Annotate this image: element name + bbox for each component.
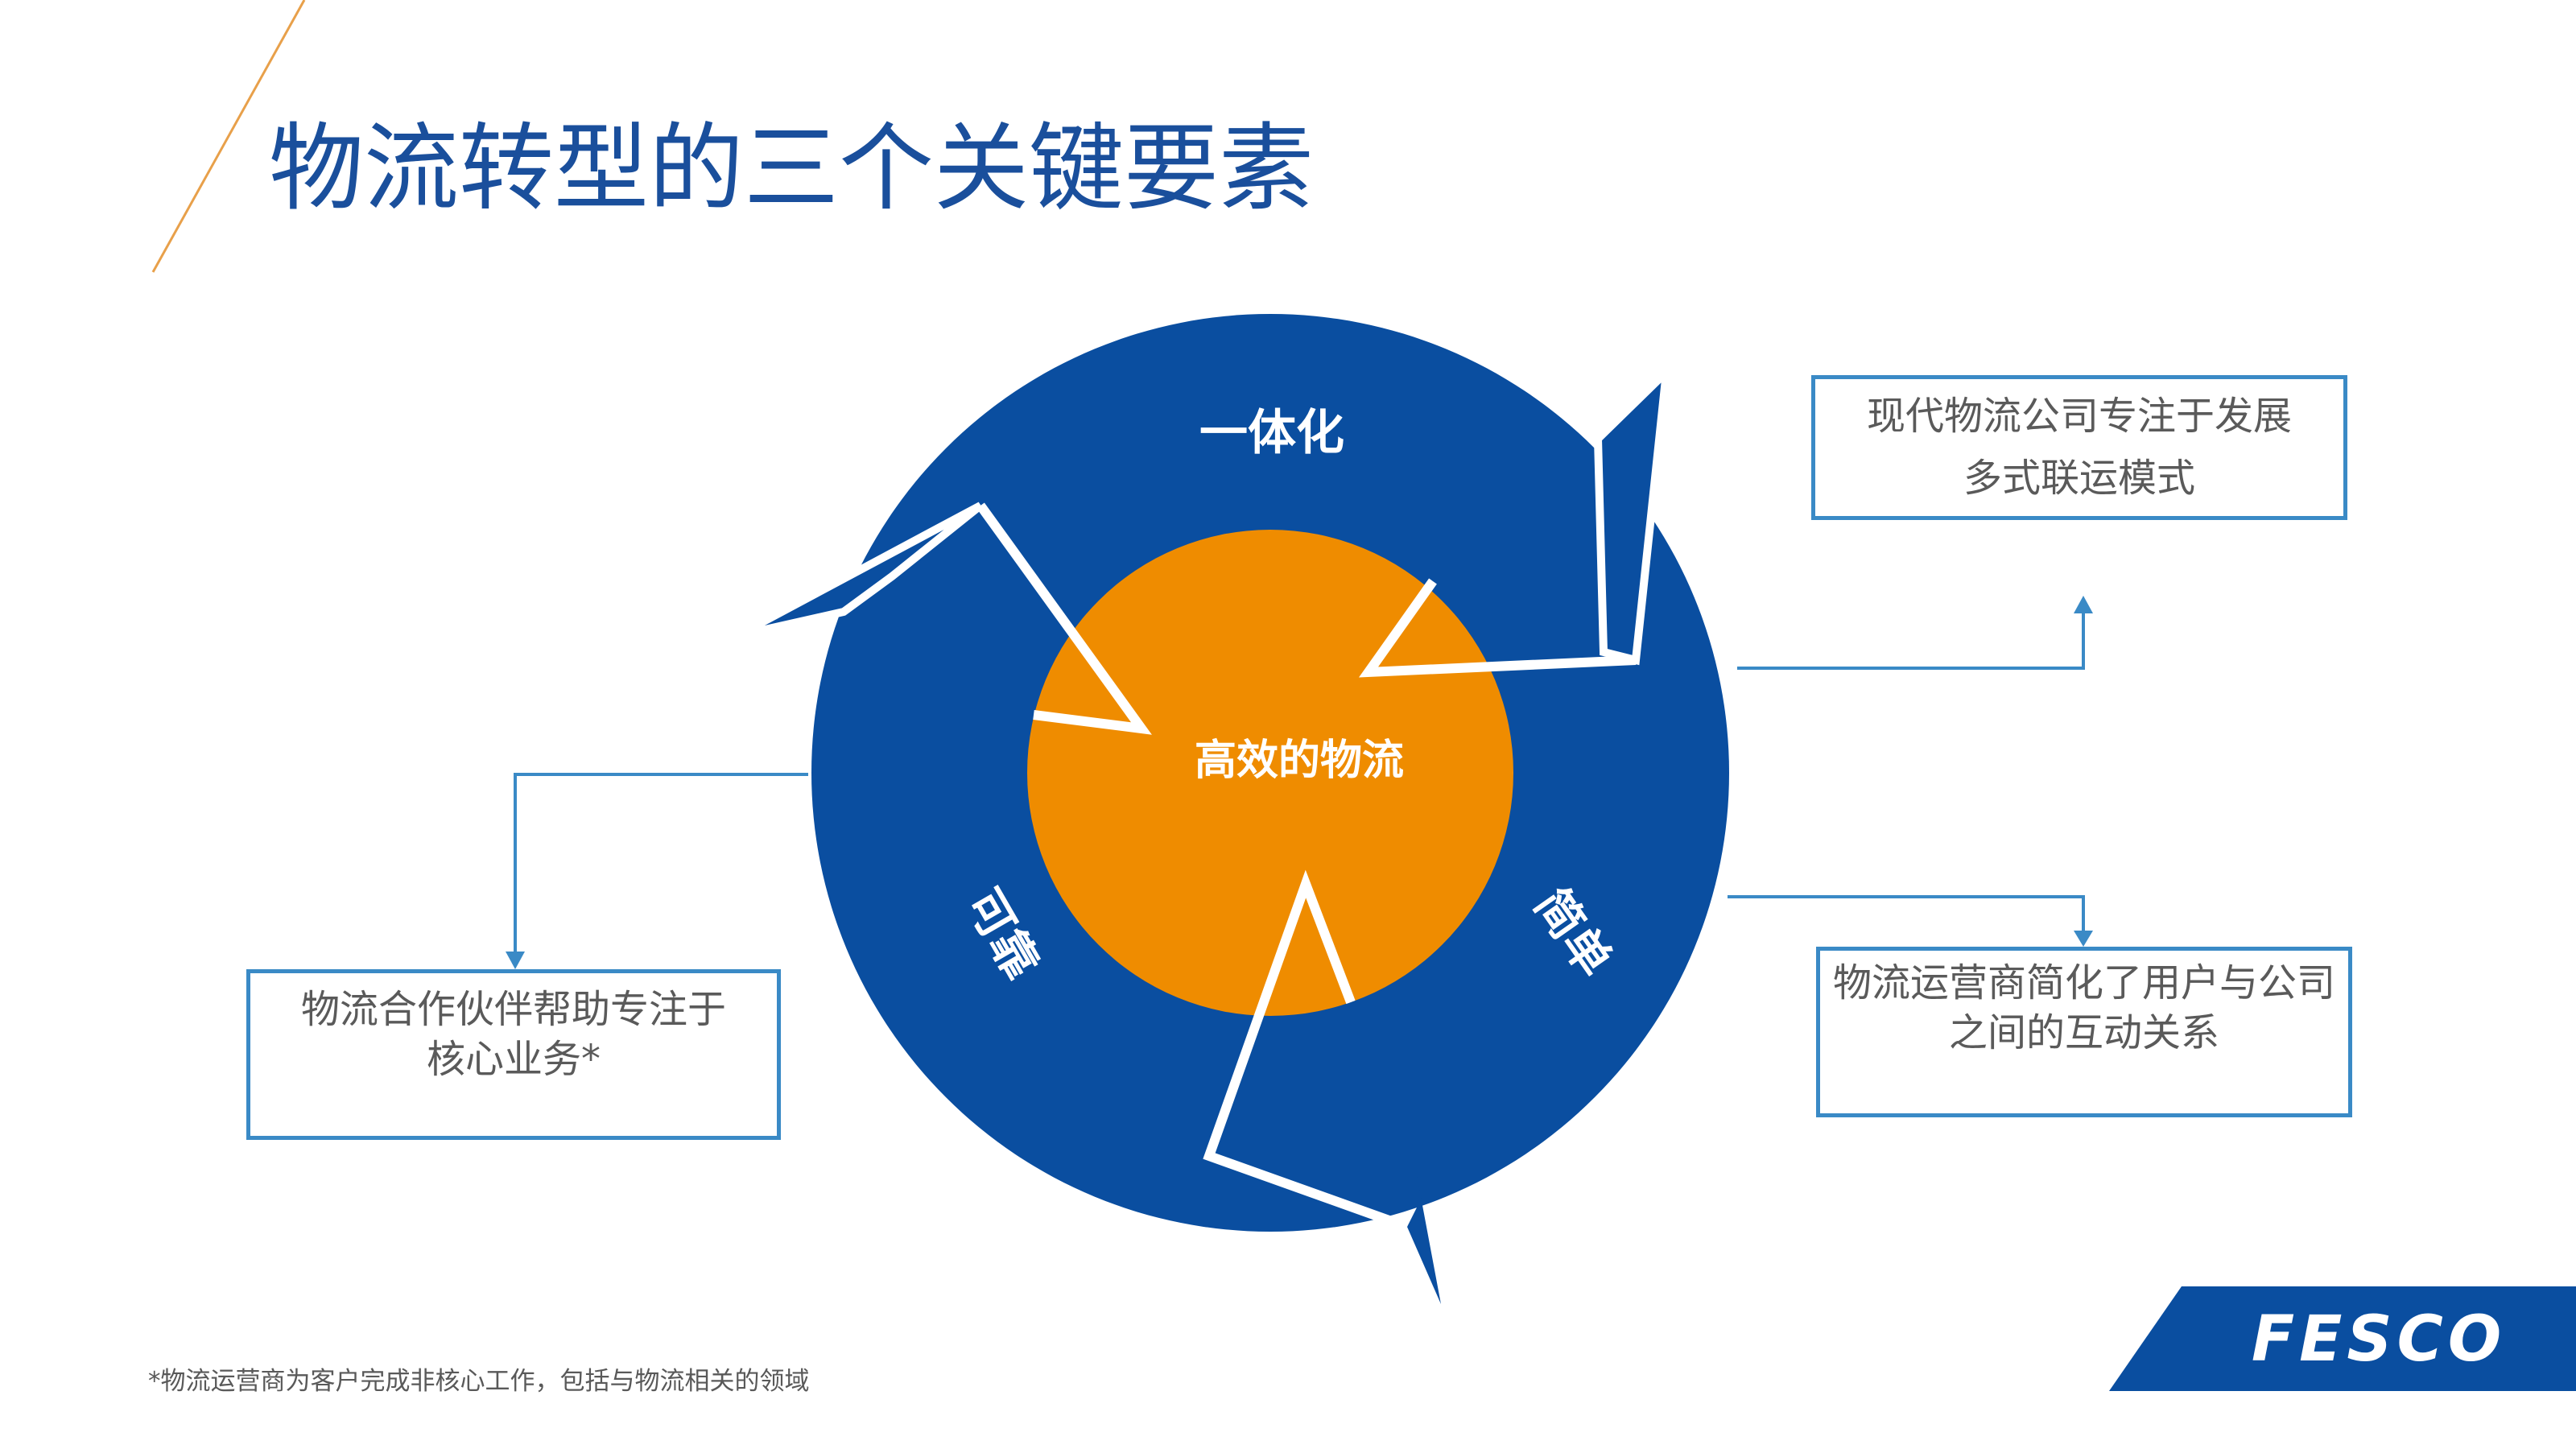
callout-core-line1: 物流合作伙伴帮助专注于	[300, 986, 726, 1032]
arrow-tip-reliability	[734, 502, 984, 640]
segment-divider-bottom	[1203, 869, 1410, 1232]
connector-bottom-right-arrowhead	[2074, 931, 2093, 947]
page-title: 物流转型的三个关键要素	[269, 113, 1315, 224]
fesco-logo: FESCO	[2109, 1286, 2576, 1394]
cycle-center	[1027, 530, 1513, 1016]
connector-bottom-right	[1728, 895, 2085, 932]
logo-background	[2109, 1286, 2576, 1391]
segment-divider-right	[1359, 578, 1637, 678]
callout-core-business: 物流合作伙伴帮助专注于 核心业务*	[246, 969, 781, 1140]
callout-simplified-line1: 物流运营商简化了用户与公司	[1832, 960, 2335, 1005]
callout-multimodal: 现代物流公司专注于发展 多式联运模式	[1811, 375, 2347, 520]
connector-left-arrowhead	[506, 952, 525, 969]
callout-multimodal-line1: 现代物流公司专注于发展	[1866, 394, 2292, 440]
connector-top-right	[1737, 612, 2085, 670]
callout-core-line2: 核心业务*	[426, 1037, 601, 1082]
fesco-logo-mark: FESCO	[2109, 1286, 2576, 1391]
arrow-tip-simplicity	[1407, 1175, 1441, 1304]
logo-text: FESCO	[2252, 1303, 2506, 1376]
footnote: *物流运营商为客户完成非核心工作，包括与物流相关的领域	[148, 1367, 810, 1396]
segment-label-integration: 一体化	[1199, 405, 1344, 461]
callout-simplified-line2: 之间的互动关系	[1948, 1010, 2219, 1055]
callout-multimodal-line2: 多式联运模式	[1963, 456, 2195, 501]
connector-top-right-arrowhead	[2074, 596, 2093, 613]
center-label: 高效的物流	[1195, 737, 1404, 785]
accent-diagonal-line	[151, 0, 306, 273]
segment-divider-top	[976, 502, 1152, 735]
connector-left	[514, 773, 808, 953]
callout-simplified-interaction: 物流运营商简化了用户与公司 之间的互动关系	[1816, 947, 2352, 1117]
